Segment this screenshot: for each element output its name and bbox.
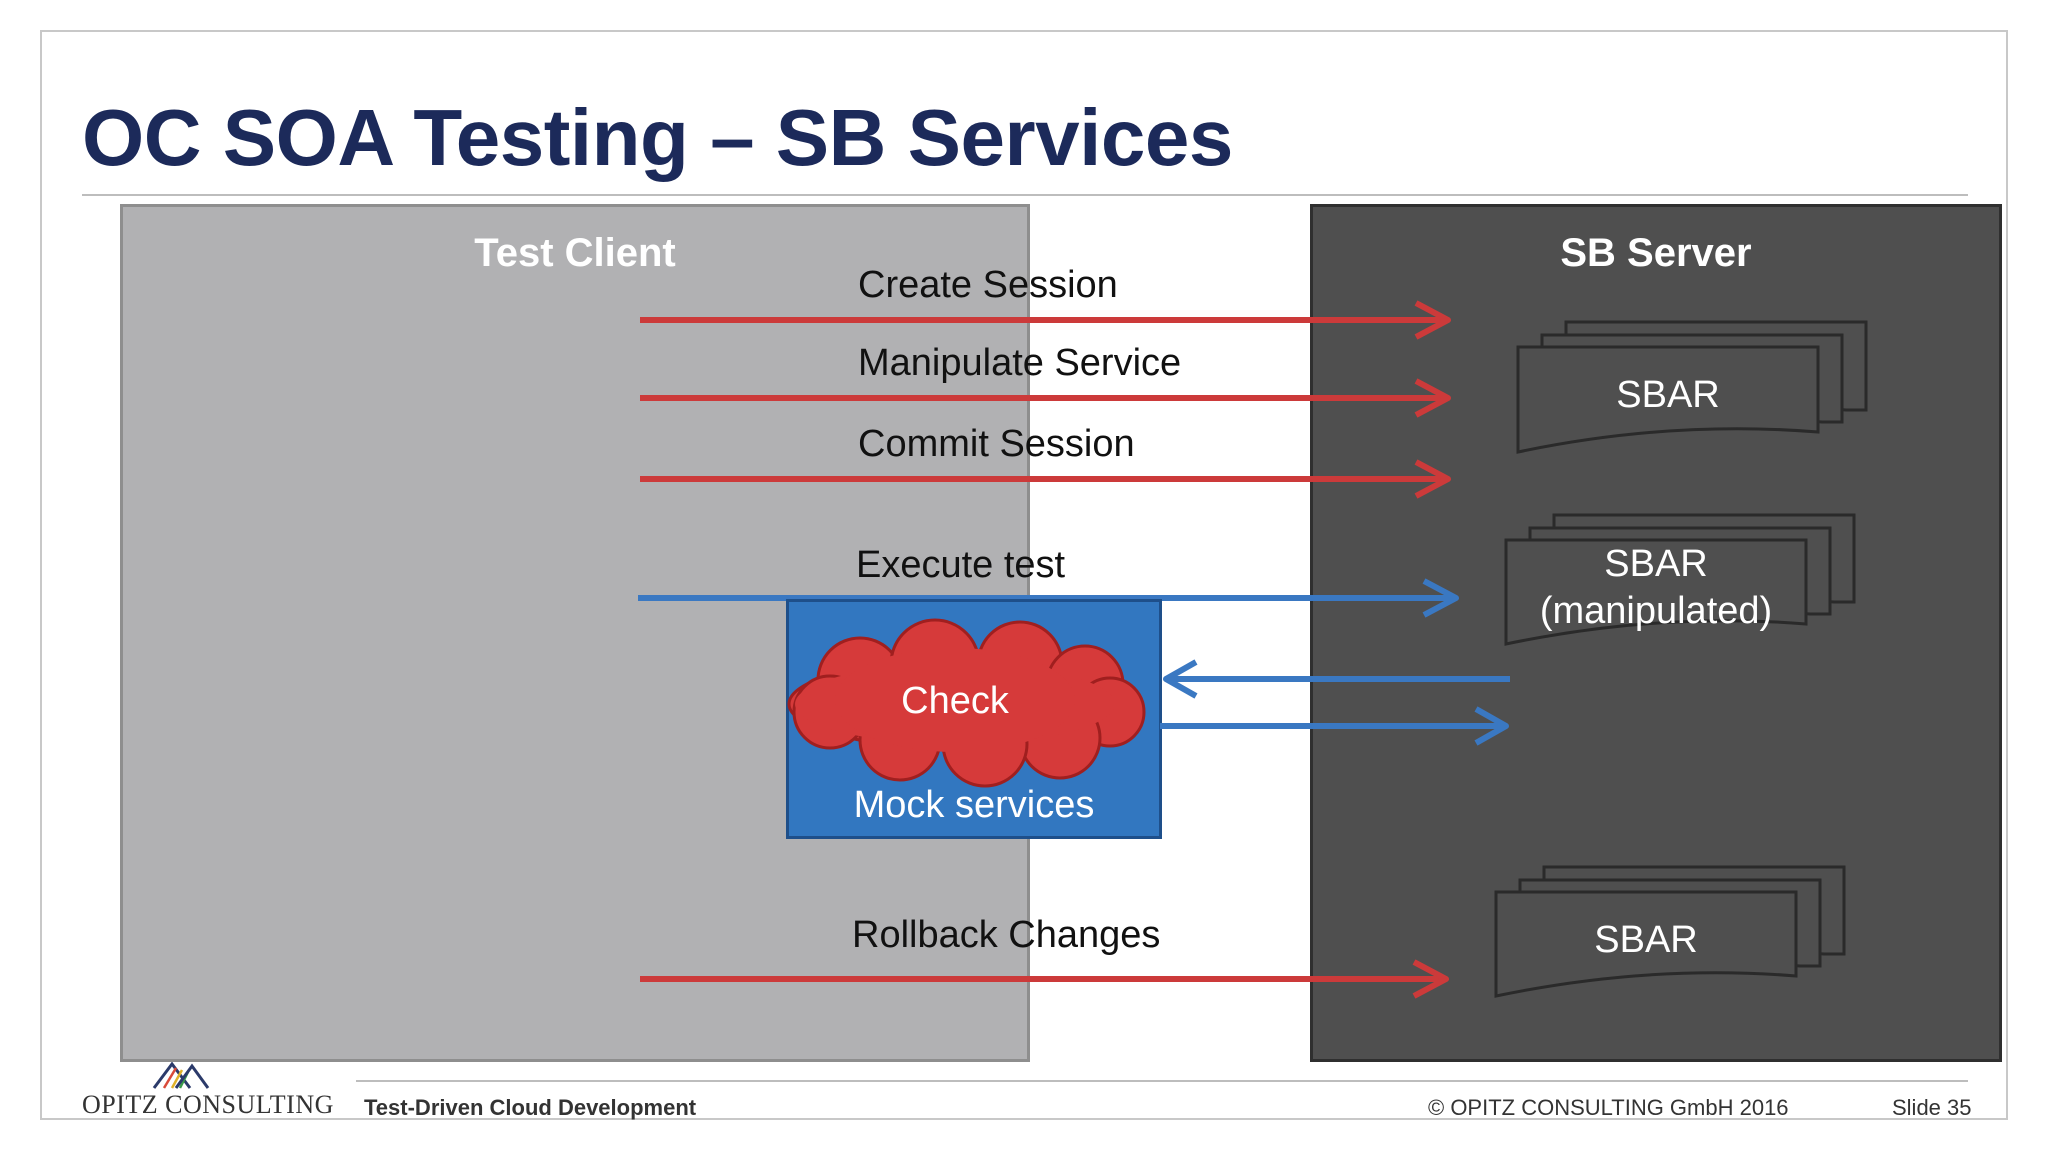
- check-label: Check: [901, 680, 1009, 722]
- footer-copyright: © OPITZ CONSULTING GmbH 2016: [1428, 1095, 1789, 1120]
- step-label-rollback-changes: Rollback Changes: [852, 914, 1161, 956]
- company-logo-icon: [152, 1062, 210, 1089]
- arrow-manipulate-service: [640, 378, 1451, 418]
- check-cloud-fill: [795, 648, 1115, 752]
- sbar-label-2-line1: SBAR: [1604, 543, 1708, 585]
- arrow-commit-session: [640, 459, 1451, 499]
- slide-frame: [40, 30, 2008, 1120]
- arrow-mock-response-out: [1160, 706, 1509, 746]
- sbar-label-1: SBAR: [1616, 374, 1720, 416]
- slide-title: OC SOA Testing – SB Services: [82, 93, 1233, 182]
- arrow-execute-test: [638, 578, 1459, 618]
- slide-number: Slide 35: [1892, 1095, 1972, 1120]
- sbar-stack-1: [1516, 320, 1868, 454]
- step-label-execute-test: Execute test: [856, 544, 1066, 586]
- footer-subtitle: Test-Driven Cloud Development: [364, 1095, 697, 1120]
- sbar-stack-3: [1494, 865, 1846, 998]
- title-divider: [82, 194, 1968, 196]
- step-label-commit-session: Commit Session: [858, 423, 1135, 465]
- sb-server-label: SB Server: [1560, 231, 1752, 275]
- sbar-stack-2: [1504, 513, 1856, 646]
- step-label-create-session: Create Session: [858, 264, 1118, 306]
- arrow-mock-callback-in: [1163, 659, 1510, 699]
- arrow-rollback-changes: [640, 959, 1449, 999]
- mock-services-label: Mock services: [853, 784, 1095, 826]
- sbar-label-2-line2: (manipulated): [1539, 590, 1773, 632]
- company-name: OPITZ CONSULTING: [82, 1090, 334, 1119]
- sbar-label-3: SBAR: [1594, 919, 1698, 961]
- test-client-label: Test Client: [474, 231, 676, 275]
- step-label-manipulate-service: Manipulate Service: [858, 342, 1182, 384]
- footer-divider: [356, 1080, 1968, 1082]
- arrow-create-session: [640, 300, 1451, 340]
